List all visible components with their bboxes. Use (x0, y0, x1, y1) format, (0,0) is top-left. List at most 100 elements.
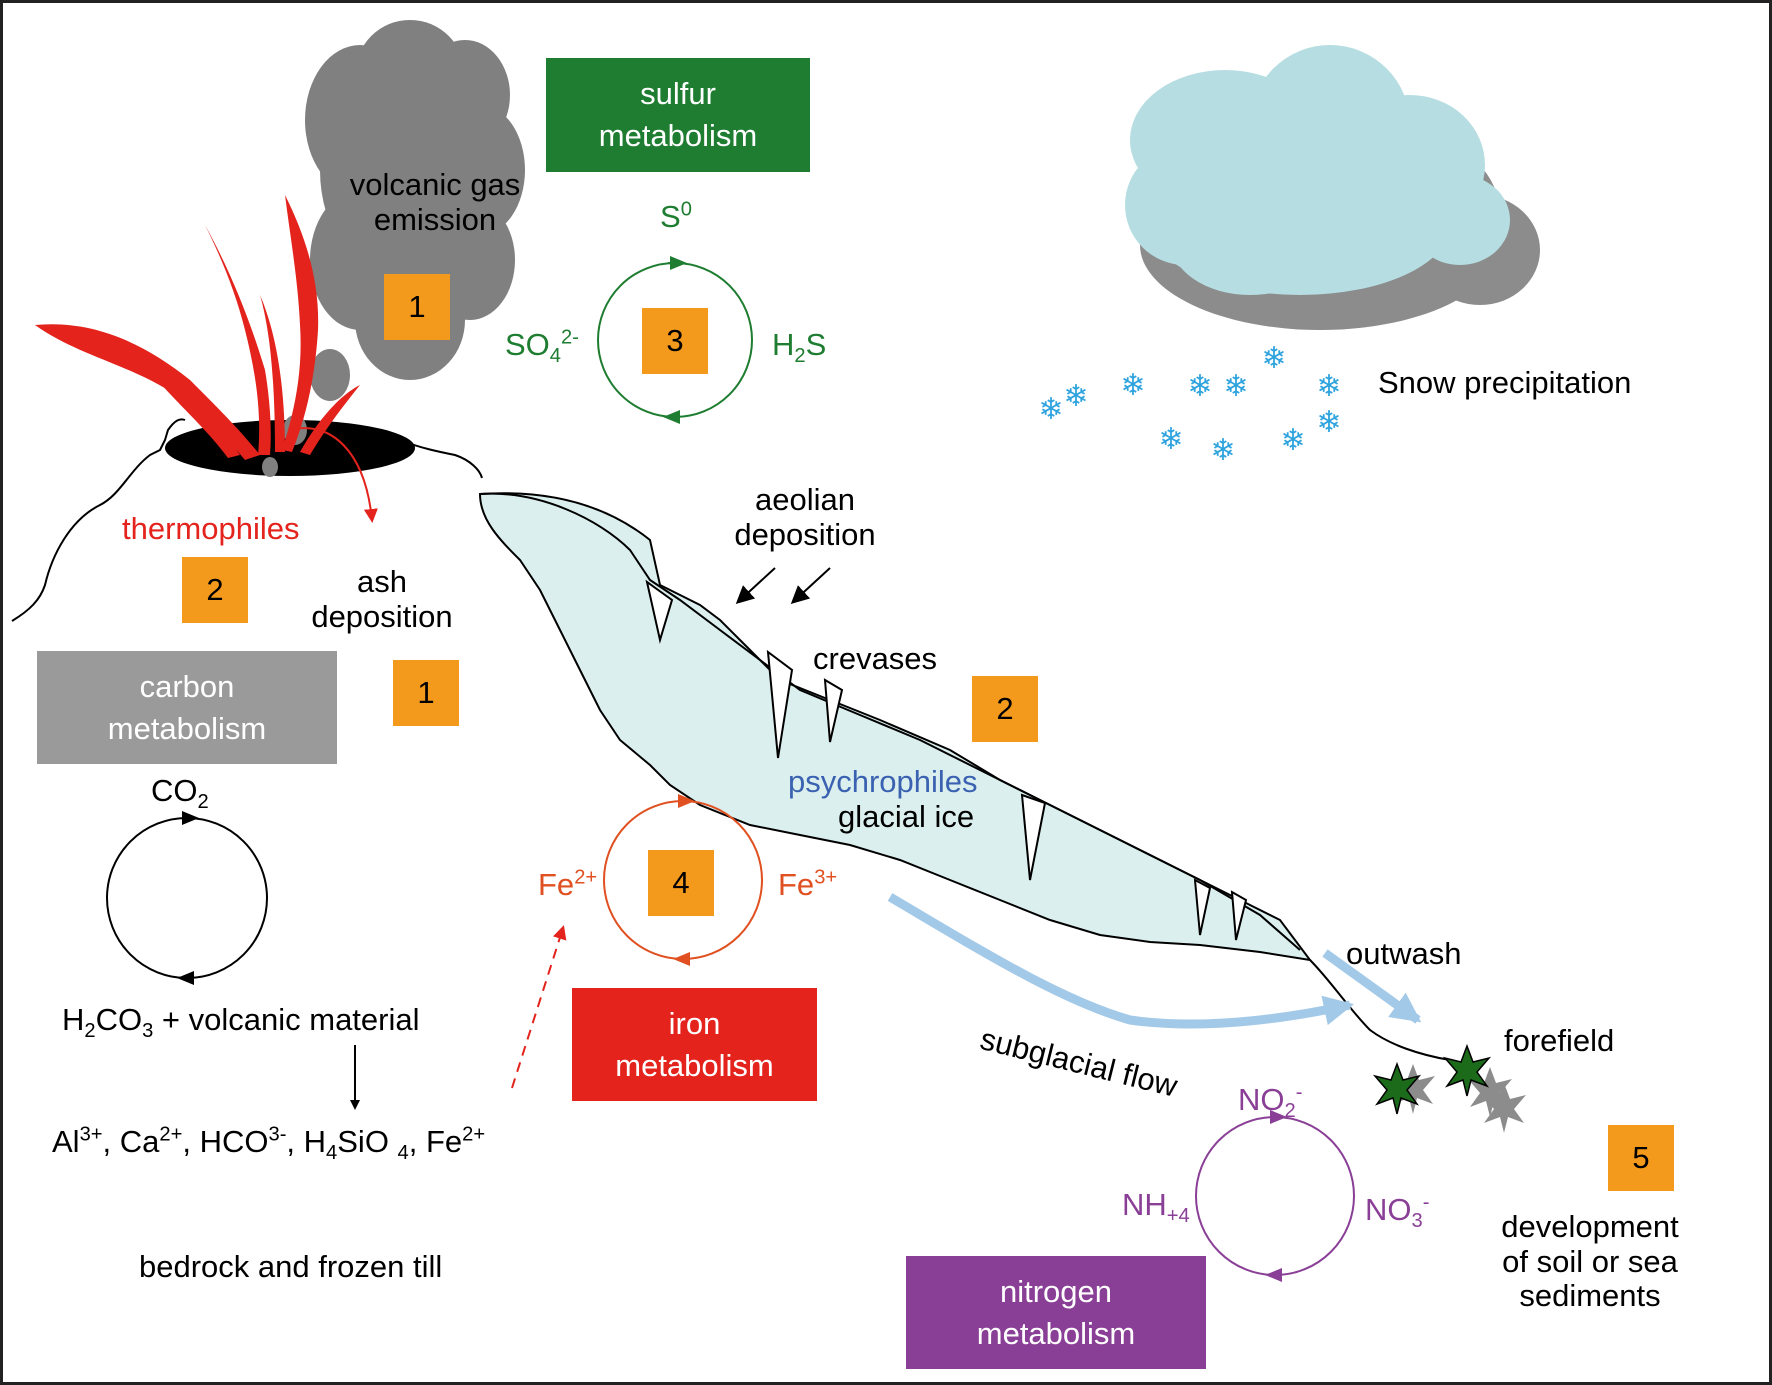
so4-label: SO42- (505, 326, 579, 366)
aeolian-arrow (790, 567, 831, 605)
chem-sup: 2+ (159, 1123, 183, 1146)
no2-label: NO2- (1238, 1081, 1303, 1121)
label-line: aeolian (755, 482, 855, 517)
s0-label: S0 (660, 198, 692, 235)
aeolian-arrow (735, 567, 776, 605)
co2-label: CO2 (151, 773, 209, 812)
chem-text: , HCO (182, 1124, 269, 1159)
sulfur-cycle-arrowhead (670, 256, 687, 270)
chem-text: NO (1365, 1192, 1412, 1227)
crevases-label: crevases (813, 641, 938, 676)
box-title: iron (668, 1005, 721, 1041)
chem-sub: 3 (1411, 1210, 1423, 1233)
aeolian-deposition-label: aeolian deposition (700, 482, 910, 552)
carbon-cycle (106, 817, 268, 979)
step-badge-crevases: 2 (972, 676, 1038, 742)
chem-sub: 4 (326, 1142, 338, 1165)
svg-text:❄: ❄ (1223, 369, 1248, 404)
chem-sub: 4 (397, 1142, 409, 1165)
step-badge-gas: 1 (384, 274, 450, 340)
glacier-surface (479, 492, 1301, 951)
carbon-cycle-arrowhead (182, 811, 199, 825)
step-badge-forefield: 5 (1608, 1125, 1674, 1191)
svg-text:❄: ❄ (1210, 433, 1235, 468)
snow-precipitation-label: Snow precipitation (1378, 365, 1632, 400)
label-line: ash (357, 564, 407, 599)
box-title: carbon (139, 668, 235, 704)
svg-text:❄: ❄ (1316, 405, 1341, 440)
chem-text: H (62, 1002, 85, 1037)
nitrogen-cycle (1195, 1116, 1355, 1276)
development-label: development of soil or sea sediments (1460, 1209, 1720, 1314)
box-subtitle: metabolism (976, 1315, 1136, 1351)
chem-sub: 2 (794, 345, 806, 368)
chem-sub: 2 (1284, 1100, 1296, 1123)
chem-text: , Ca (102, 1124, 160, 1159)
chem-sup: 0 (680, 198, 692, 221)
crevasse (645, 579, 674, 644)
outwash-arrow (1322, 949, 1422, 1024)
chem-sub: 3 (142, 1020, 154, 1043)
crevasse (1020, 793, 1047, 881)
outwash-label: outwash (1346, 936, 1462, 971)
box-subtitle: metabolism (615, 1047, 774, 1083)
chem-sub: 4 (549, 345, 561, 368)
chem-sub: 2 (84, 1020, 96, 1043)
chem-text: S (805, 327, 827, 362)
label-line: volcanic gas (349, 167, 521, 202)
svg-text:❄: ❄ (1038, 392, 1063, 427)
chem-text: Fe (778, 867, 815, 902)
chem-sup: 3+ (814, 866, 838, 889)
chem-text: , Fe (408, 1124, 463, 1159)
chem-text: H (772, 327, 795, 362)
fe3-label: Fe3+ (778, 866, 838, 903)
volcanic-gas-label: volcanic gas emission (330, 167, 540, 237)
nitrogen-cycle-arrowhead (1265, 1268, 1282, 1282)
chem-sub: + (1166, 1205, 1179, 1228)
glacial-ice-label: glacial ice (838, 799, 975, 834)
volcano-outline (11, 418, 483, 622)
step-badge-thermophiles: 2 (182, 557, 248, 623)
snowflakes: ❄❄ ❄❄ ❄❄ ❄❄ ❄❄ ❄ (1038, 341, 1341, 468)
box-title: sulfur (640, 76, 716, 112)
label-line: of soil or sea (1502, 1243, 1678, 1279)
svg-text:❄: ❄ (1158, 422, 1183, 457)
crevasse (823, 678, 844, 743)
svg-text:❄: ❄ (1120, 368, 1145, 403)
chem-text: S (660, 199, 681, 234)
nh4-label: NH+4 (1122, 1187, 1190, 1226)
lava-flames (35, 195, 360, 460)
iron-cycle-arrowhead (673, 952, 690, 966)
crevasse (1193, 878, 1212, 936)
sulfur-cycle-arrowhead (663, 410, 680, 424)
chem-text: + volcanic material (161, 1002, 420, 1037)
chem-sup: 3+ (79, 1123, 103, 1146)
no3-label: NO3- (1365, 1192, 1429, 1231)
chem-sub: 4 (1178, 1205, 1190, 1228)
box-subtitle: metabolism (107, 710, 267, 746)
crevasse (766, 649, 794, 759)
h2co3-label: H2CO3 + volcanic material (62, 1002, 420, 1041)
chem-text: SO (505, 327, 550, 362)
snow-cloud (1125, 45, 1510, 295)
step-badge-sulfur: 3 (642, 308, 708, 374)
ash-deposition-arrow (289, 427, 378, 523)
svg-text:❄: ❄ (1280, 423, 1305, 458)
chem-sub: 2 (197, 791, 209, 814)
h2s-label: H2S (772, 327, 827, 366)
chem-sup: 3- (268, 1123, 287, 1146)
iron-metabolism-box: iron metabolism (572, 988, 817, 1101)
chem-sup: 2+ (574, 866, 598, 889)
carbon-metabolism-box: carbon metabolism (37, 651, 337, 764)
fe2-label: Fe2+ (538, 866, 598, 903)
svg-text:❄: ❄ (1063, 379, 1088, 414)
bedrock-label: bedrock and frozen till (139, 1249, 443, 1284)
chem-sup: - (1295, 1081, 1303, 1104)
chem-sup: 2- (561, 326, 579, 349)
label-line: development (1501, 1209, 1679, 1244)
svg-text:❄: ❄ (1316, 369, 1341, 404)
chem-text: , H (286, 1124, 327, 1159)
